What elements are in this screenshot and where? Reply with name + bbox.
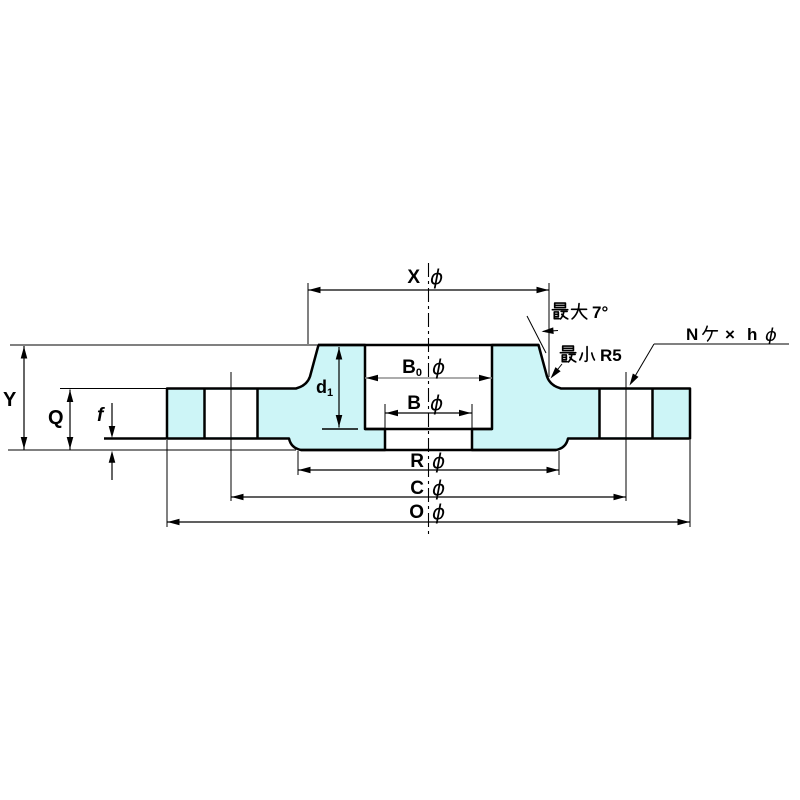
label-bolt-times: ×	[725, 325, 735, 344]
flange-section-left	[165, 343, 387, 452]
dim-b0-diameter: B0 ϕ	[365, 355, 492, 382]
dim-y-height: Y	[3, 346, 28, 450]
label-bolt-h: h	[747, 325, 757, 344]
flange-left-outline	[165, 343, 387, 452]
label-b0: B0	[402, 357, 422, 379]
label-r: R	[410, 451, 424, 472]
kanji-saidai	[551, 302, 588, 320]
label-o: O	[409, 502, 424, 523]
flange-section-right	[470, 343, 692, 452]
label-c-phi: ϕ	[432, 476, 445, 500]
dim-r-diameter: R ϕ	[298, 449, 559, 474]
dim-b-diameter: B ϕ	[385, 391, 472, 417]
label-f: f	[97, 405, 105, 426]
dim-f-height: f	[97, 403, 116, 480]
extension-lines	[8, 283, 691, 527]
label-x-phi: ϕ	[430, 265, 443, 289]
label-b: B	[407, 393, 421, 414]
flange-right-outline	[470, 343, 692, 452]
label-b-phi: ϕ	[430, 391, 443, 415]
label-bolt-phi: ϕ	[765, 325, 777, 346]
label-max-taper-value: 7°	[592, 303, 608, 322]
label-r-phi: ϕ	[432, 449, 445, 473]
label-d1: d1	[316, 377, 333, 399]
label-y: Y	[3, 389, 17, 411]
label-o-phi: ϕ	[432, 500, 445, 524]
dim-q-height: Q	[48, 389, 74, 450]
kanji-saisho	[559, 345, 596, 363]
note-max-taper: 7°	[541, 302, 608, 335]
dim-d1-height: d1	[316, 347, 343, 428]
note-bolt-holes: N × h ϕ	[626, 325, 789, 388]
label-q: Q	[48, 407, 64, 429]
label-min-fillet-value: R5	[600, 346, 622, 365]
label-x: X	[407, 267, 420, 288]
note-min-fillet: R5	[547, 345, 622, 381]
label-c: C	[410, 478, 424, 499]
ext-taper-slope	[526, 315, 547, 354]
dim-c-diameter: C ϕ	[231, 476, 626, 501]
label-b0-phi: ϕ	[432, 355, 445, 379]
dim-o-diameter: O ϕ	[167, 500, 690, 526]
kanji-ke	[702, 325, 719, 342]
dim-x-diameter: X ϕ	[308, 265, 549, 294]
label-bolt-n: N	[686, 325, 698, 344]
